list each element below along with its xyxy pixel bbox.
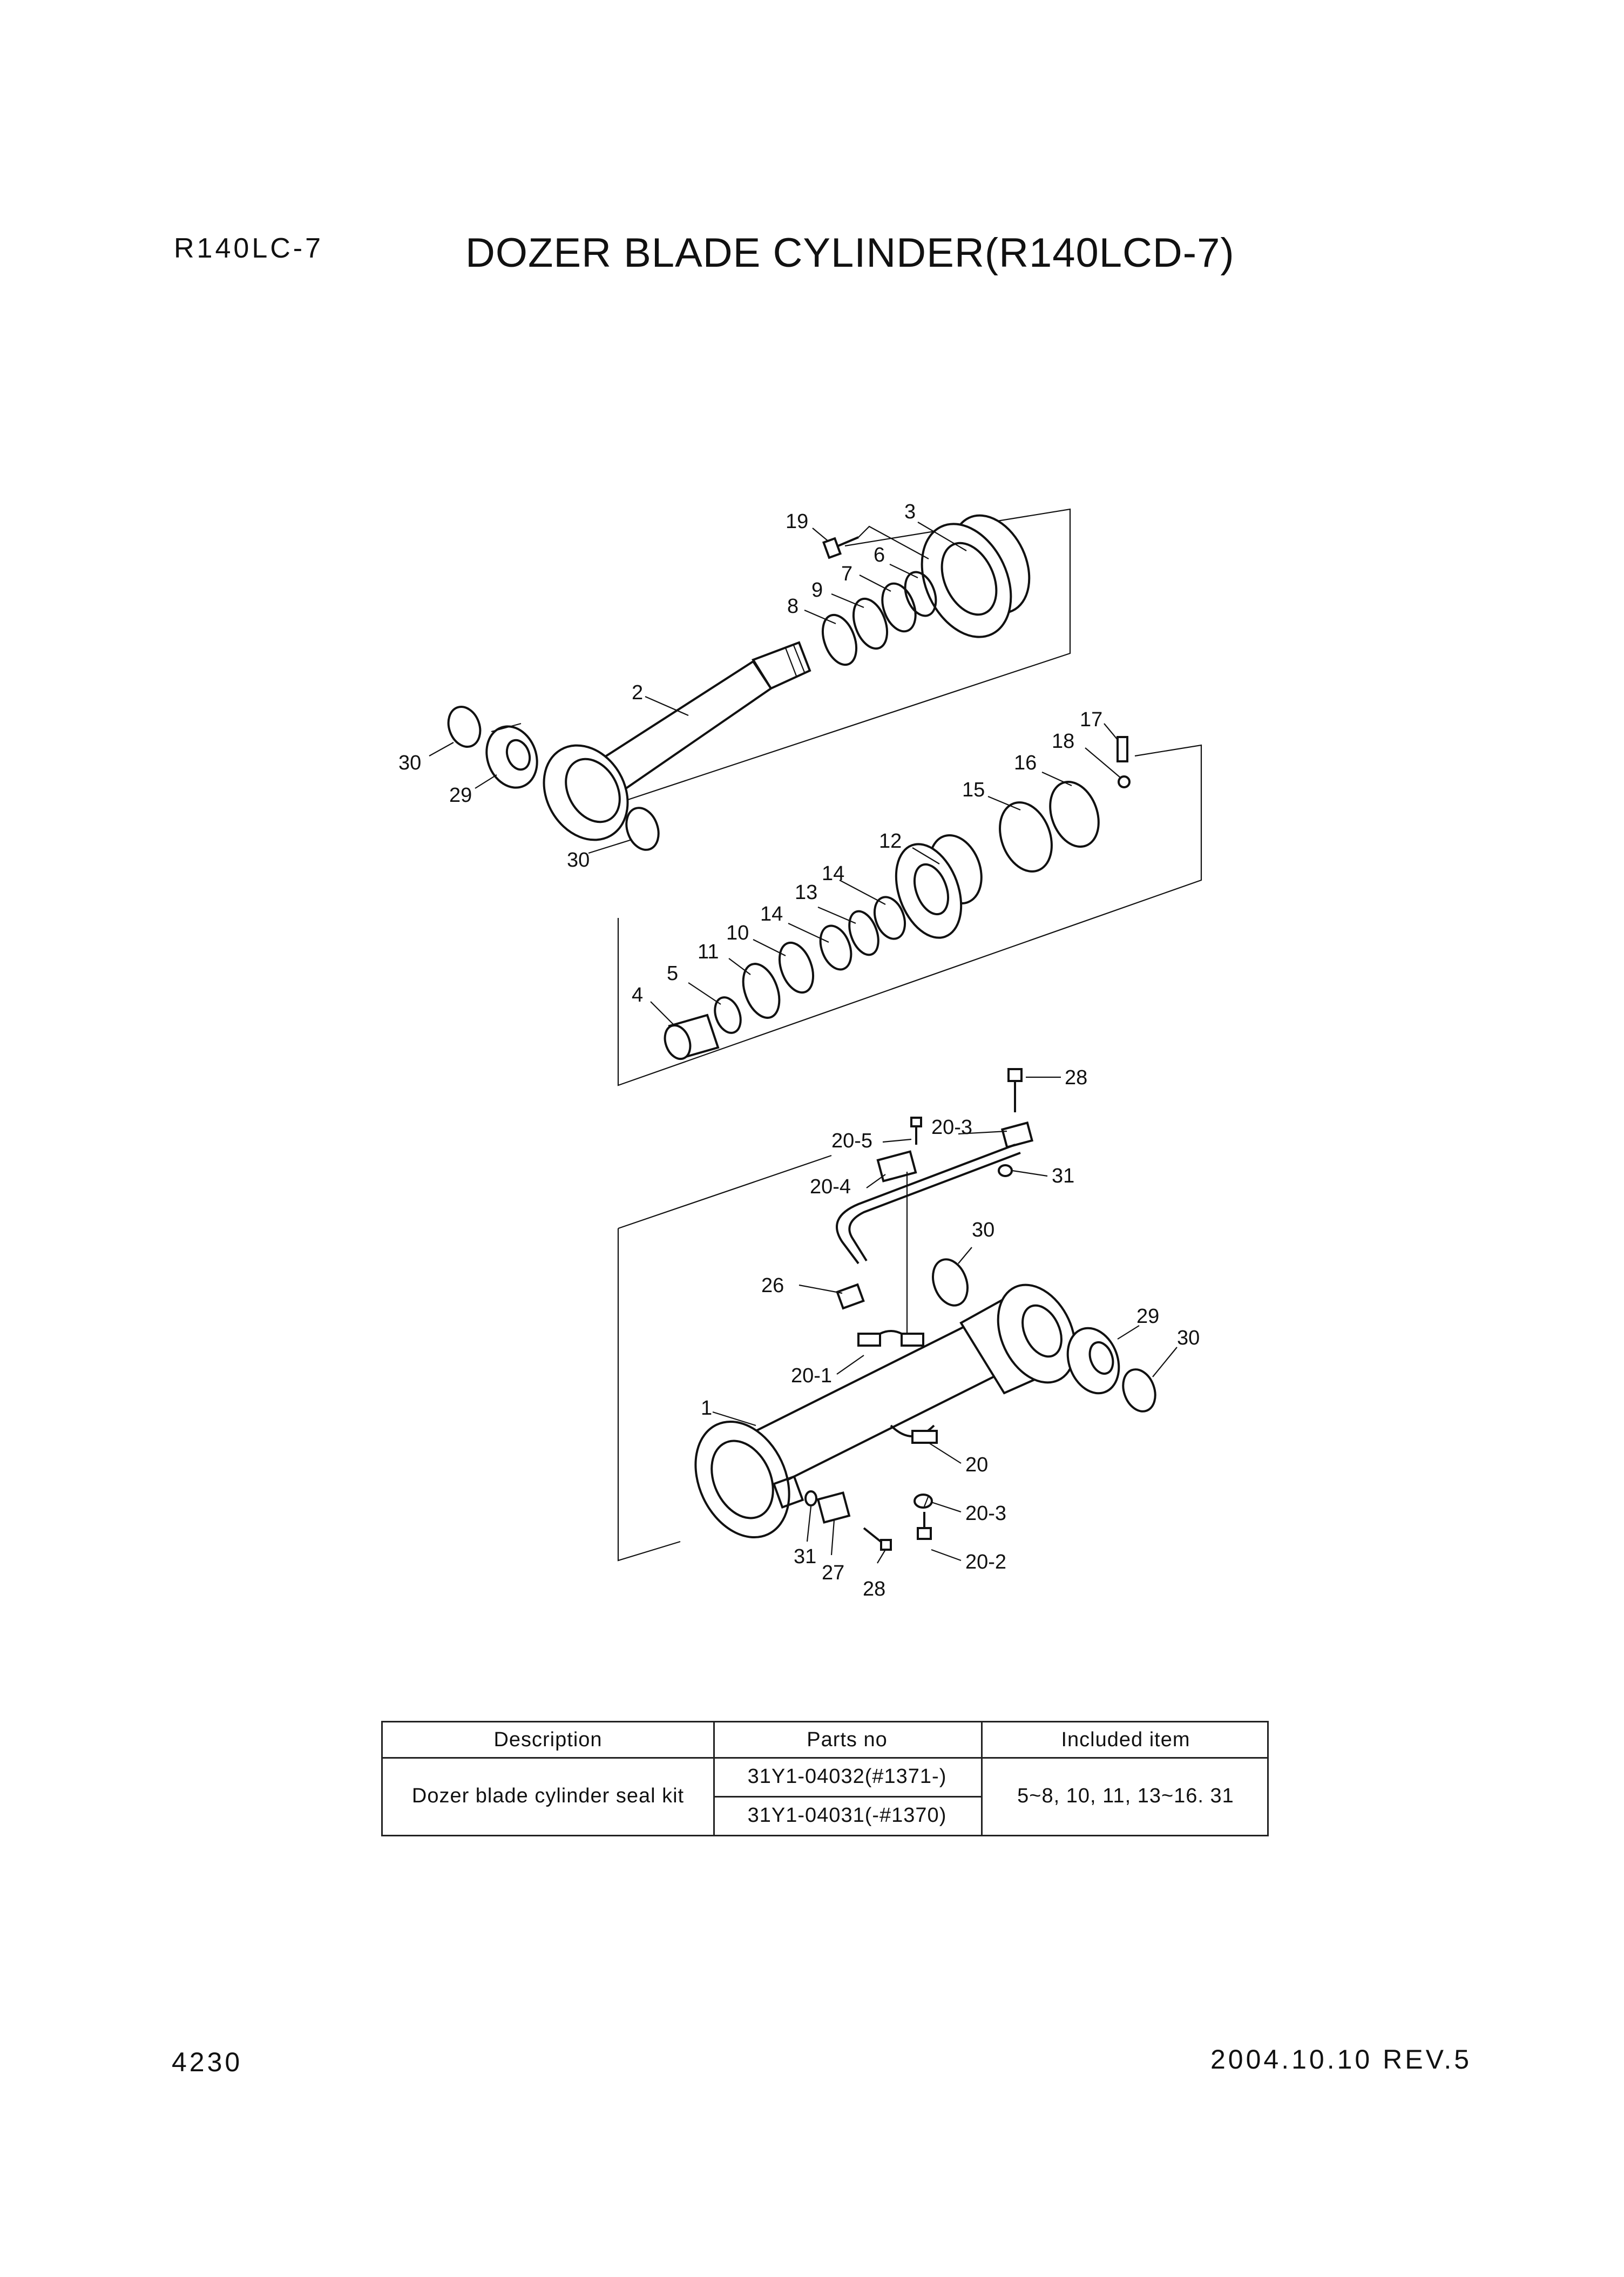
table-divider [981, 1722, 983, 1835]
pipe-part-26 [836, 1144, 1021, 1310]
bolt-part-28a [1007, 1068, 1023, 1112]
row-parts-no-1: 31Y1-04032(#1371-) [747, 1765, 947, 1788]
seal-part-6 [904, 571, 937, 617]
callout-10: 10 [726, 922, 749, 944]
header-included-item: Included item [1061, 1728, 1190, 1751]
ring-part-10 [778, 941, 815, 994]
washer-part-20-3b [914, 1494, 933, 1509]
seal-part-7 [881, 582, 917, 633]
callout-20-3-top: 20-3 [931, 1116, 972, 1139]
ring-part-14b [819, 924, 852, 971]
callout-30-rod-end: 30 [567, 849, 590, 871]
group-frame-piston [617, 744, 1202, 1086]
cylinder-tube-part [694, 1283, 1077, 1538]
table-divider [713, 1722, 715, 1835]
group-frame-tube-top [618, 1154, 832, 1229]
group-frame-tube [617, 1228, 681, 1562]
exploded-parts-diagram: 19 3 7 6 9 8 2 17 18 16 15 30 29 30 12 1… [398, 501, 1202, 1600]
bushing-part-29a [485, 722, 538, 789]
callout-7: 7 [841, 563, 852, 585]
callout-2: 2 [632, 681, 643, 704]
callout-11: 11 [698, 941, 719, 963]
callout-8: 8 [787, 595, 799, 618]
ring-part-30c [932, 1258, 969, 1307]
seal-part-9 [852, 597, 889, 650]
clamp-part-20-1 [857, 1330, 924, 1347]
seal-kit-table: Description Parts no Included item Dozer… [381, 1721, 1269, 1836]
piston-rod-part [543, 641, 811, 841]
callout-14-lower: 14 [760, 903, 783, 925]
callout-29-top: 29 [449, 784, 472, 807]
ring-part-5 [714, 996, 742, 1034]
callout-20-3-bottom: 20-3 [965, 1502, 1006, 1525]
row-parts-no-2: 31Y1-04031(-#1370) [747, 1803, 947, 1827]
callout-19: 19 [786, 510, 808, 533]
fitting-part-27 [816, 1491, 851, 1524]
callout-9: 9 [811, 579, 823, 602]
callout-6: 6 [874, 544, 885, 566]
clamp-part-20-4 [876, 1150, 917, 1183]
bolt-part-20-2 [917, 1512, 932, 1540]
table-divider [713, 1796, 981, 1798]
callout-1: 1 [701, 1397, 712, 1420]
ring-part-11 [742, 963, 781, 1019]
row-included-item: 5~8, 10, 11, 13~16. 31 [1017, 1784, 1234, 1807]
callout-27: 27 [822, 1562, 844, 1584]
callout-14-upper: 14 [822, 862, 844, 885]
table-divider [383, 1757, 1267, 1759]
page-title: DOZER BLADE CYLINDER(R140LCD-7) [465, 230, 1235, 276]
leader-lines [429, 522, 1178, 1564]
callout-30-bottom-right: 30 [1177, 1327, 1200, 1349]
callout-30-top-left: 30 [398, 752, 421, 774]
ring-part-14a [873, 896, 906, 940]
header-description: Description [493, 1728, 603, 1751]
callout-5: 5 [667, 962, 678, 985]
ring-part-30b [625, 807, 660, 851]
callout-20-5: 20-5 [831, 1130, 872, 1152]
row-description: Dozer blade cylinder seal kit [411, 1784, 685, 1807]
callout-30-mid: 30 [972, 1219, 994, 1241]
oring-part-31b [804, 1490, 817, 1506]
page-number: 4230 [172, 2047, 243, 2077]
callout-4: 4 [632, 984, 643, 1006]
set-screw-part-17 [1116, 736, 1131, 788]
callout-17: 17 [1080, 708, 1102, 731]
bolt-part-20-5 [910, 1117, 922, 1145]
callout-20-4: 20-4 [810, 1175, 851, 1198]
callout-16: 16 [1014, 752, 1037, 774]
callout-20: 20 [965, 1454, 988, 1476]
revision-date: 2004.10.10 REV.5 [1210, 2044, 1472, 2075]
callout-12: 12 [879, 830, 902, 853]
callout-18: 18 [1052, 730, 1074, 753]
callout-28-bottom: 28 [863, 1578, 885, 1600]
cushion-part-4 [664, 1013, 720, 1060]
rod-cover-part [921, 514, 1031, 638]
callout-31-bottom: 31 [794, 1545, 816, 1568]
seal-part-8 [821, 613, 858, 666]
clamp-part-20 [890, 1424, 938, 1444]
ring-part-30d [1122, 1368, 1156, 1413]
ring-part-15 [999, 801, 1053, 873]
callout-20-2: 20-2 [965, 1551, 1006, 1573]
model-code: R140LC-7 [174, 233, 324, 264]
oring-part-31a [998, 1164, 1013, 1177]
callout-13: 13 [795, 881, 817, 904]
ring-part-13 [848, 910, 879, 956]
clamp-part-20-3a [1000, 1121, 1034, 1149]
ring-part-16 [1049, 780, 1100, 848]
callout-29-bottom: 29 [1136, 1305, 1159, 1328]
callout-31-top: 31 [1052, 1165, 1074, 1187]
callout-20-1: 20-1 [791, 1364, 832, 1387]
bolt-part-28b [863, 1527, 892, 1551]
ring-part-30a [447, 706, 482, 748]
piston-part-12 [895, 834, 983, 939]
callout-28-top: 28 [1065, 1066, 1087, 1089]
callout-26: 26 [761, 1274, 784, 1297]
bolt-part-19 [822, 536, 859, 559]
callout-15: 15 [962, 779, 985, 801]
bushing-part-29b [1066, 1327, 1120, 1395]
header-parts-no: Parts no [807, 1728, 888, 1751]
callout-3: 3 [904, 501, 916, 523]
